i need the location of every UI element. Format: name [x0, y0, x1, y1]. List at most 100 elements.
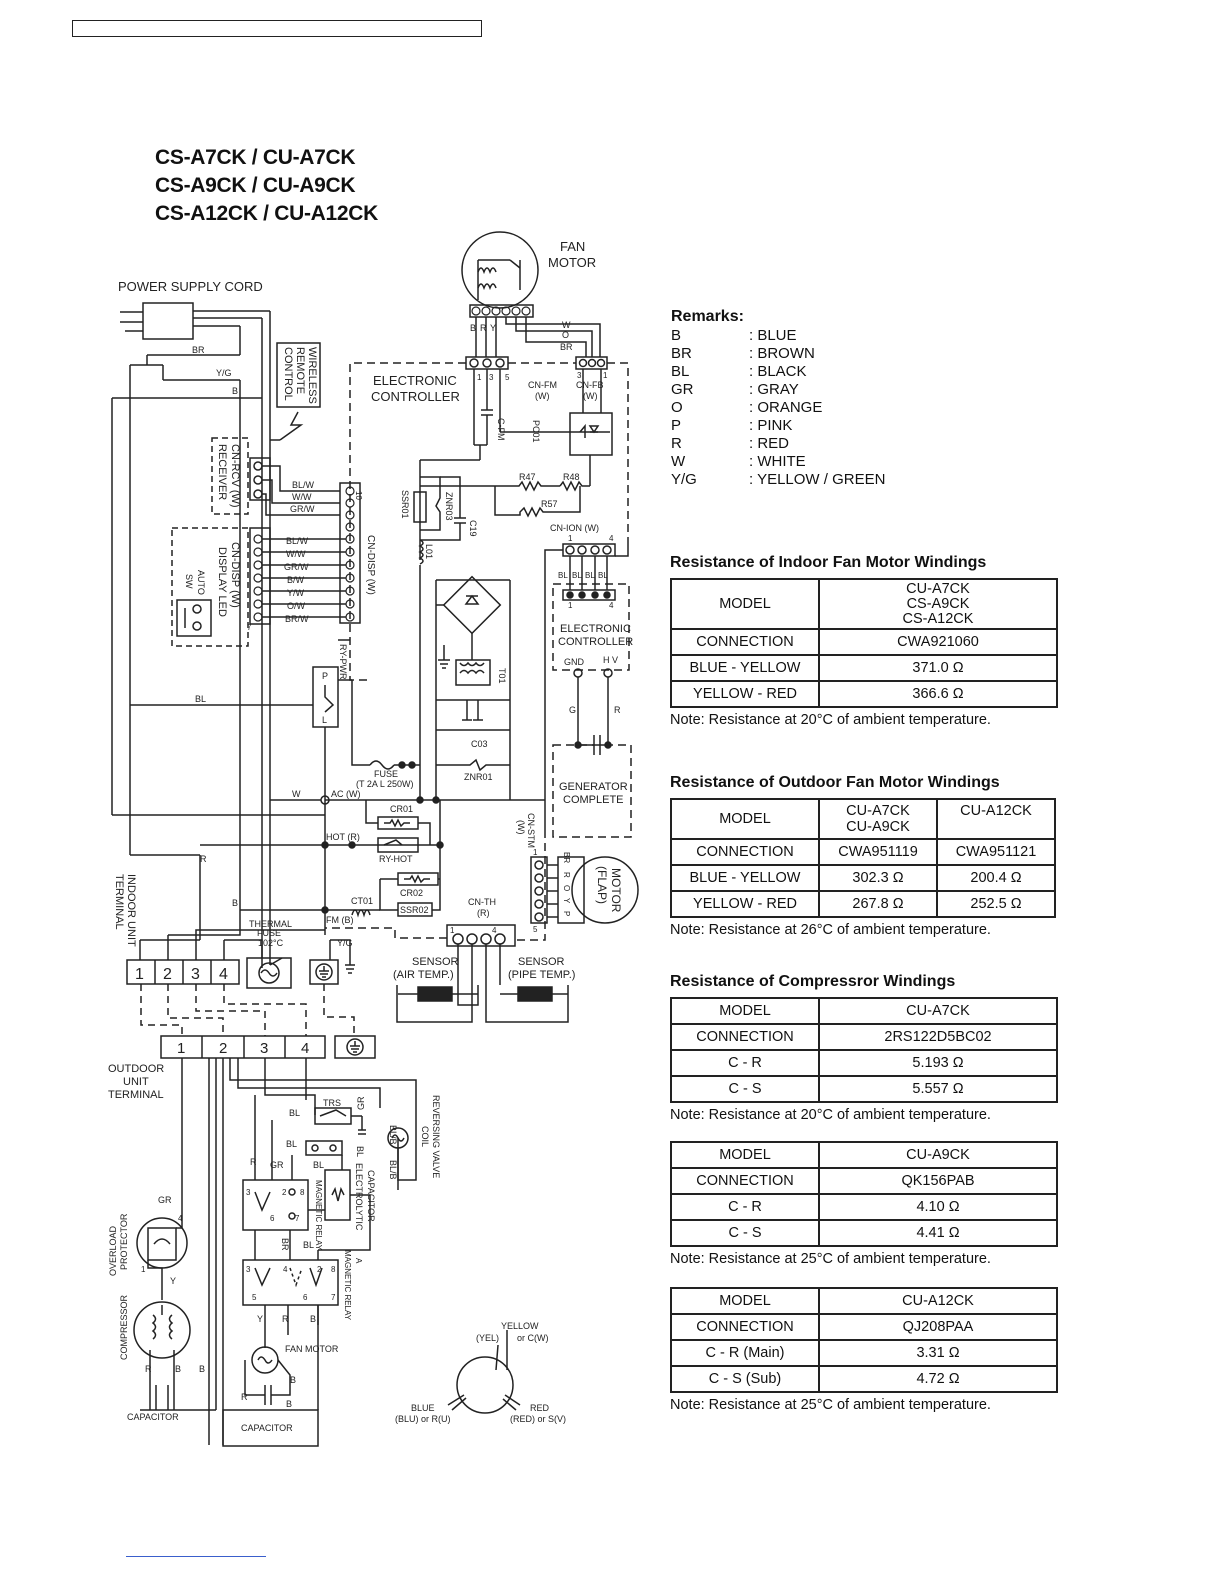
svg-text:10: 10 — [354, 491, 363, 500]
svg-text:CN-ION (W): CN-ION (W) — [550, 523, 599, 533]
svg-text:B: B — [310, 1314, 316, 1324]
svg-text:CONTROLLER: CONTROLLER — [558, 636, 633, 648]
svg-text:BL/B: BL/B — [388, 1125, 398, 1145]
ground-icon — [346, 1038, 364, 1056]
thermal-fuse-box — [246, 957, 292, 989]
svg-text:OUTDOOR: OUTDOOR — [108, 1063, 164, 1075]
svg-text:R: R — [614, 705, 621, 715]
svg-text:R: R — [282, 1314, 289, 1324]
svg-text:2: 2 — [163, 966, 172, 983]
svg-text:W/W: W/W — [292, 492, 312, 502]
svg-text:RY-HOT: RY-HOT — [379, 854, 413, 864]
svg-text:COIL: COIL — [420, 1126, 430, 1147]
cn-th-connector — [446, 924, 516, 947]
svg-text:4: 4 — [178, 1214, 183, 1223]
controller-dashed-boundary — [349, 362, 466, 681]
svg-text:BL: BL — [286, 1139, 297, 1149]
svg-text:8: 8 — [300, 1188, 305, 1197]
svg-text:R: R — [250, 1157, 257, 1167]
svg-text:(AIR TEMP.): (AIR TEMP.) — [393, 969, 454, 981]
compressor-terminal-diagram — [456, 1356, 514, 1414]
svg-text:MOTOR: MOTOR — [548, 255, 596, 270]
svg-text:AC (W): AC (W) — [331, 789, 361, 799]
svg-text:C03: C03 — [471, 739, 488, 749]
svg-text:MAGNETIC RELAY: MAGNETIC RELAY — [314, 1180, 323, 1251]
svg-text:CAPACITOR: CAPACITOR — [127, 1412, 179, 1422]
svg-text:BL: BL — [355, 1146, 365, 1157]
svg-text:COMPLETE: COMPLETE — [563, 794, 624, 806]
table-row: C - R (Main)3.31 Ω — [670, 1339, 1058, 1367]
remark-row: BL: BLACK — [671, 363, 807, 380]
svg-text:CN-TH: CN-TH — [468, 897, 496, 907]
svg-text:PC01: PC01 — [531, 420, 541, 443]
svg-text:R: R — [145, 1364, 152, 1374]
svg-text:1: 1 — [568, 601, 573, 610]
ry-hot-relay — [377, 837, 419, 853]
svg-text:R: R — [480, 323, 487, 333]
svg-text:1: 1 — [533, 848, 538, 857]
svg-text:CR01: CR01 — [390, 804, 413, 814]
svg-text:CONTROLLER: CONTROLLER — [371, 389, 460, 404]
svg-text:GENERATOR: GENERATOR — [559, 781, 628, 793]
svg-text:CN-DISP (W): CN-DISP (W) — [365, 535, 376, 595]
outdoor-ground-terminal — [334, 1035, 376, 1059]
auto-switch — [176, 599, 212, 637]
svg-text:5: 5 — [252, 1293, 257, 1302]
svg-text:BL: BL — [303, 1240, 314, 1250]
svg-text:R: R — [562, 872, 571, 878]
svg-text:5: 5 — [533, 925, 538, 934]
svg-text:BL: BL — [598, 571, 608, 580]
svg-text:O: O — [562, 330, 569, 340]
svg-text:(BLU) or R(U): (BLU) or R(U) — [395, 1414, 451, 1424]
svg-text:R48: R48 — [563, 472, 580, 482]
svg-text:ZNR03: ZNR03 — [444, 492, 454, 521]
svg-text:PROTECTOR: PROTECTOR — [119, 1213, 129, 1270]
svg-text:R: R — [200, 854, 207, 864]
remark-row: P: PINK — [671, 417, 793, 434]
svg-text:CT01: CT01 — [351, 896, 373, 906]
svg-text:BL: BL — [195, 694, 206, 704]
svg-text:B: B — [286, 1399, 292, 1409]
svg-text:B: B — [470, 323, 476, 333]
transformer-t01 — [455, 659, 491, 686]
svg-text:BR: BR — [562, 852, 571, 863]
svg-text:2: 2 — [219, 1040, 227, 1057]
svg-text:GND: GND — [564, 657, 585, 667]
svg-text:3: 3 — [260, 1040, 268, 1057]
svg-text:Y: Y — [562, 898, 571, 904]
svg-text:BL/W: BL/W — [286, 536, 309, 546]
svg-text:(T 2A L 250W): (T 2A L 250W) — [356, 779, 414, 789]
svg-text:3: 3 — [246, 1188, 251, 1197]
fan-motor-connector — [469, 304, 534, 318]
svg-text:R57: R57 — [541, 499, 558, 509]
svg-text:R: R — [241, 1392, 248, 1402]
bridge-rectifier — [442, 575, 502, 635]
svg-text:CN-FM: CN-FM — [528, 380, 557, 390]
svg-text:3: 3 — [191, 966, 200, 983]
cn-rcv-box — [211, 437, 249, 515]
compressor-section: Resistance of Compressror Windings MODEL… — [670, 973, 1058, 1123]
svg-text:CONTROL: CONTROL — [282, 347, 294, 401]
svg-text:(YEL): (YEL) — [476, 1333, 499, 1343]
svg-text:RECEIVER: RECEIVER — [216, 444, 228, 500]
table-note: Note: Resistance at 25°C of ambient temp… — [670, 1251, 991, 1267]
svg-text:SSR01: SSR01 — [400, 490, 410, 519]
svg-text:FUSE: FUSE — [257, 928, 281, 938]
svg-text:FAN: FAN — [560, 239, 585, 254]
ssr01 — [413, 491, 427, 523]
fan-motor-symbol — [461, 231, 539, 309]
svg-text:(W): (W) — [516, 820, 526, 835]
remark-row: B: BLUE — [671, 327, 797, 344]
svg-text:OVERLOAD: OVERLOAD — [108, 1225, 118, 1276]
svg-text:R47: R47 — [519, 472, 536, 482]
